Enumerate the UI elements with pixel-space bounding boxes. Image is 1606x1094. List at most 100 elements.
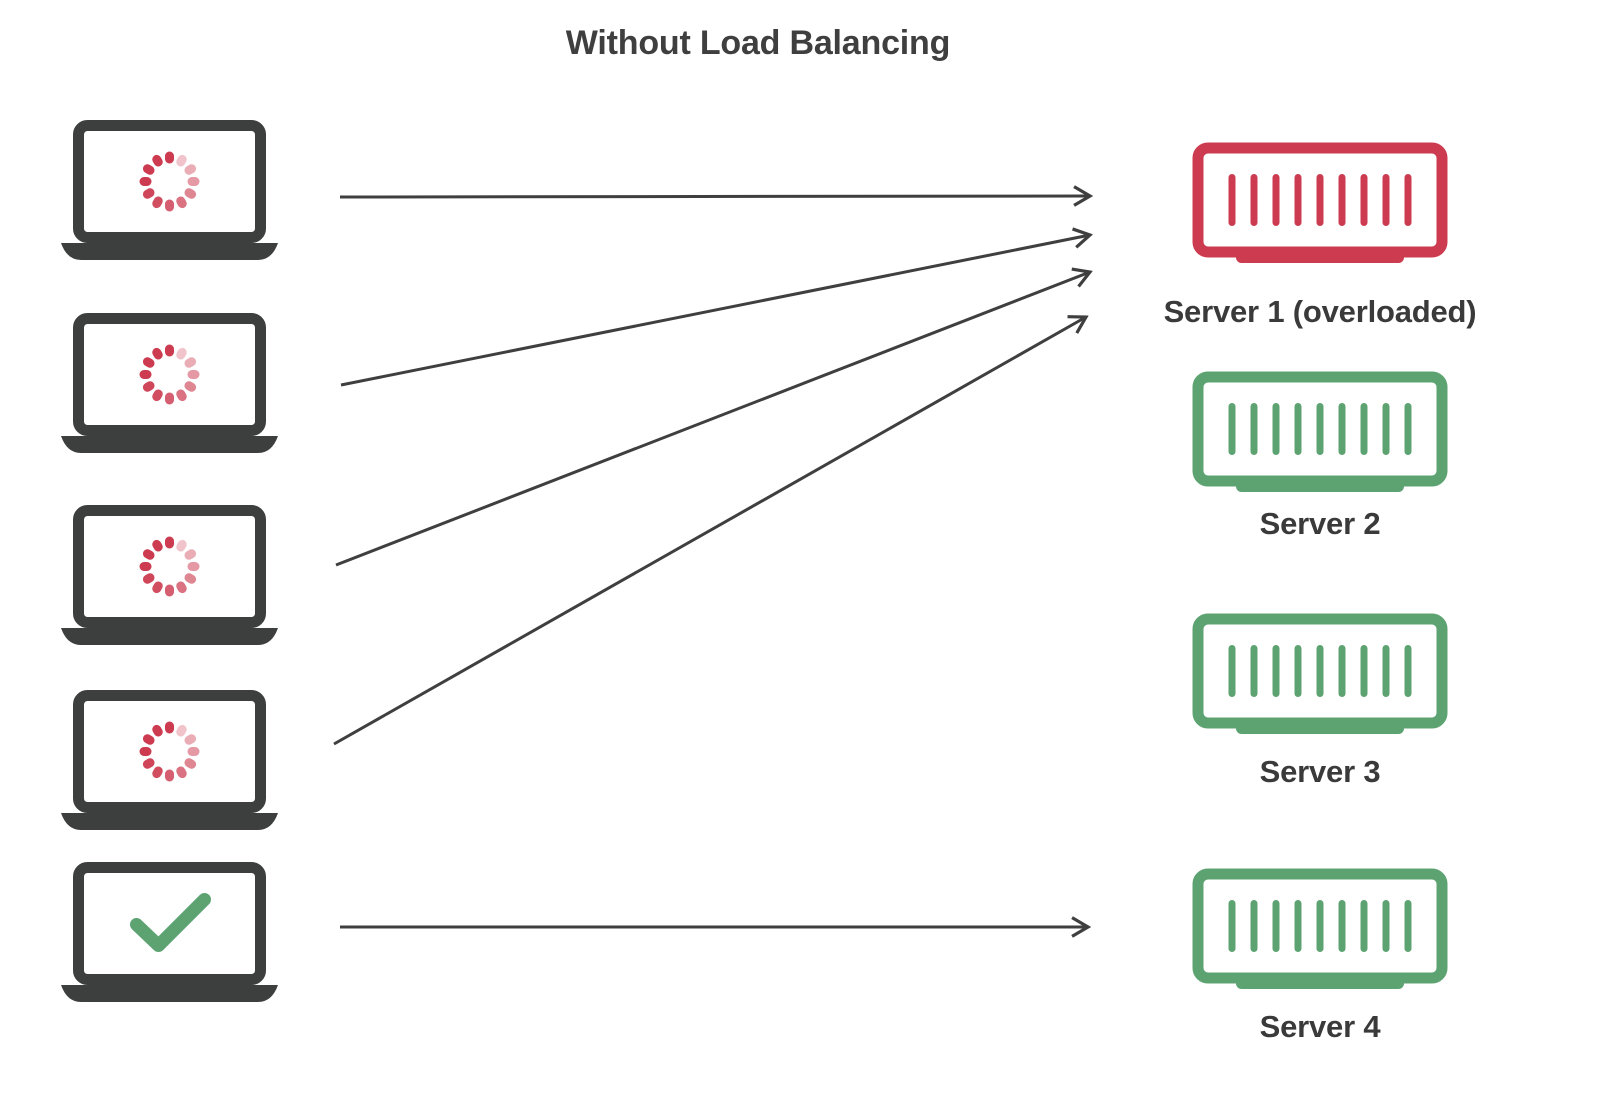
server-led-bar: [1316, 645, 1324, 697]
arrow-1: [339, 196, 1090, 197]
spinner-segment: [165, 151, 174, 164]
server-led-bar: [1316, 900, 1324, 952]
spinner-segment: [142, 573, 155, 584]
server-led-bar: [1404, 174, 1412, 226]
laptop-base: [61, 436, 278, 453]
server-led-bar: [1294, 403, 1302, 455]
laptop-5: [61, 862, 278, 1002]
server-led-bar: [1228, 174, 1236, 226]
spinner-segment: [142, 549, 155, 560]
server-led-bar: [1316, 174, 1324, 226]
server-led-bar: [1250, 645, 1258, 697]
spinner-segment: [165, 344, 174, 357]
spinner-segment: [139, 562, 152, 571]
server-led-bar: [1228, 900, 1236, 952]
laptop-2: [61, 313, 278, 453]
laptop-screen-frame: [73, 313, 266, 436]
server-led-bar: [1272, 900, 1280, 952]
server-led-bar: [1338, 900, 1346, 952]
arrow-2: [340, 235, 1090, 387]
server-led-bar: [1360, 403, 1368, 455]
spinner-segment: [176, 196, 187, 209]
spinner-segment: [176, 389, 187, 402]
laptop-base: [61, 813, 278, 830]
spinner-segment: [187, 370, 200, 379]
server-led-bar: [1404, 645, 1412, 697]
page-title: Without Load Balancing: [566, 24, 950, 62]
server-led-bar: [1382, 645, 1390, 697]
spinner-segment: [176, 539, 187, 552]
spinner-segment: [152, 539, 163, 552]
request-arrows-group: [333, 196, 1090, 927]
arrow-3: [335, 272, 1090, 567]
laptop-4: [61, 690, 278, 830]
server-led-bar: [1338, 174, 1346, 226]
server-led-bar: [1338, 403, 1346, 455]
server-led-bar: [1382, 900, 1390, 952]
spinner-icon: [139, 536, 200, 597]
server-led-bar: [1360, 174, 1368, 226]
spinner-segment: [165, 392, 174, 405]
server-2: Server 2: [1192, 371, 1448, 541]
check-icon: [130, 893, 211, 952]
laptop-screen-frame: [73, 120, 266, 243]
spinner-segment: [139, 370, 152, 379]
spinner-segment: [152, 154, 163, 167]
spinner-segment: [184, 381, 197, 392]
laptop-base: [61, 985, 278, 1002]
server-led-bar: [1316, 403, 1324, 455]
server-label: Server 2: [1260, 506, 1381, 541]
spinner-segment: [165, 721, 174, 734]
client-laptops-group: [61, 120, 278, 1002]
server-led-bar: [1360, 645, 1368, 697]
spinner-segment: [165, 769, 174, 782]
server-led-bar: [1338, 645, 1346, 697]
laptop-1: [61, 120, 278, 260]
server-led-bar: [1250, 900, 1258, 952]
server-led-bar: [1294, 174, 1302, 226]
spinner-segment: [184, 549, 197, 560]
spinner-segment: [152, 724, 163, 737]
spinner-segment: [139, 177, 152, 186]
laptop-base: [61, 243, 278, 260]
spinner-segment: [187, 562, 200, 571]
server-base: [1236, 978, 1404, 989]
spinner-icon: [139, 344, 200, 405]
spinner-segment: [165, 199, 174, 212]
server-label: Server 3: [1260, 754, 1381, 789]
spinner-segment: [142, 188, 155, 199]
server-led-bar: [1404, 900, 1412, 952]
spinner-icon: [139, 151, 200, 212]
spinner-segment: [152, 389, 163, 402]
spinner-segment: [176, 347, 187, 360]
spinner-segment: [184, 758, 197, 769]
spinner-segment: [152, 347, 163, 360]
spinner-segment: [187, 747, 200, 756]
server-led-bar: [1272, 403, 1280, 455]
server-label: Server 4: [1260, 1009, 1382, 1044]
spinner-segment: [184, 164, 197, 175]
server-led-bar: [1250, 174, 1258, 226]
spinner-segment: [165, 584, 174, 597]
spinner-segment: [152, 581, 163, 594]
server-led-bar: [1360, 900, 1368, 952]
server-led-bar: [1294, 645, 1302, 697]
spinner-segment: [176, 766, 187, 779]
spinner-segment: [152, 766, 163, 779]
server-base: [1236, 723, 1404, 734]
laptop-screen-frame: [73, 505, 266, 628]
laptop-base: [61, 628, 278, 645]
server-led-bar: [1228, 645, 1236, 697]
server-base: [1236, 252, 1404, 263]
server-3: Server 3: [1192, 613, 1448, 789]
server-base: [1236, 481, 1404, 492]
spinner-segment: [139, 747, 152, 756]
server-led-bar: [1272, 174, 1280, 226]
server-4: Server 4: [1192, 868, 1448, 1044]
spinner-segment: [142, 734, 155, 745]
spinner-segment: [184, 573, 197, 584]
spinner-segment: [187, 177, 200, 186]
spinner-segment: [142, 758, 155, 769]
